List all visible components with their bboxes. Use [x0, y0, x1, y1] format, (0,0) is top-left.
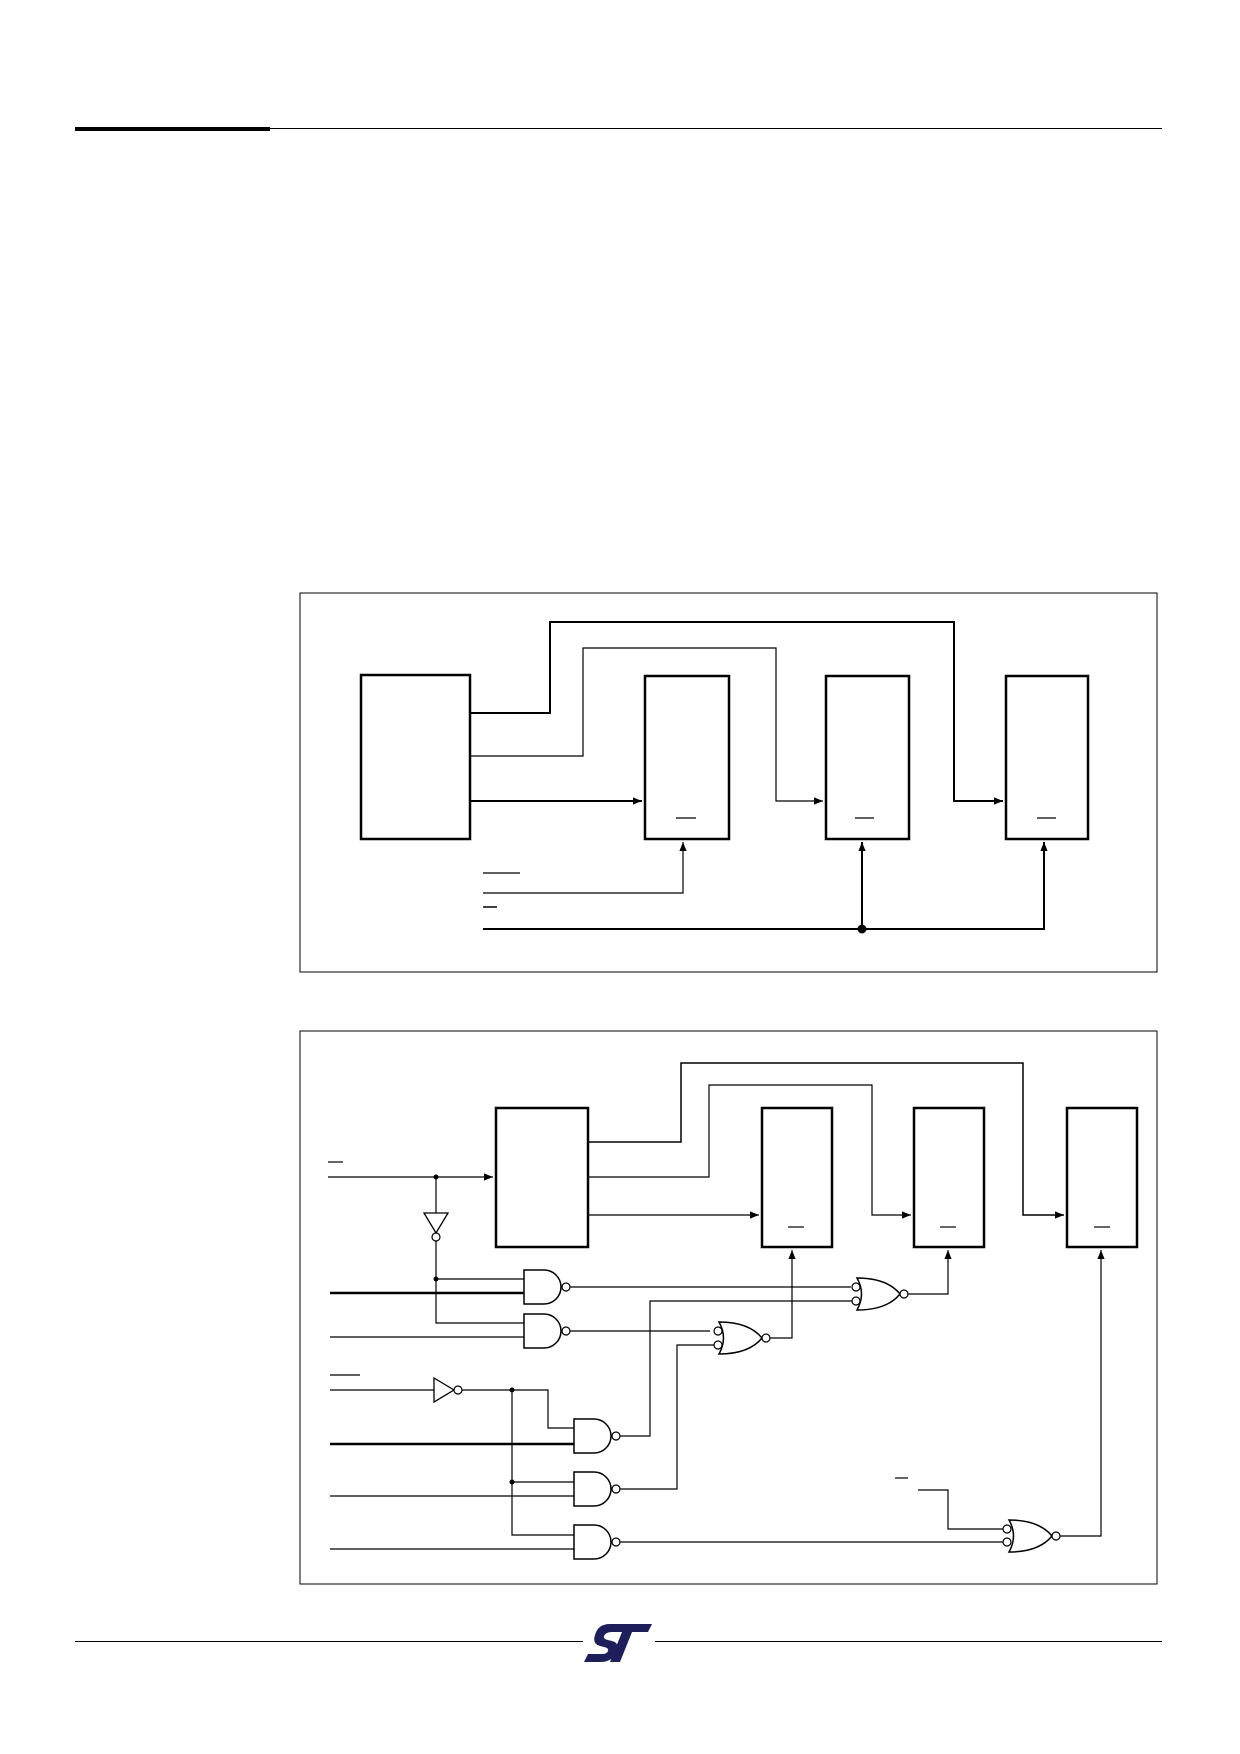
figure-1-frame — [299, 592, 1158, 973]
figure-2-nand-5 — [573, 1524, 612, 1560]
figure-2-or-2-out — [770, 1250, 796, 1339]
figure-2-nand-3-bubble — [611, 1431, 621, 1441]
figure-2-junction-3 — [509, 1387, 515, 1393]
figure-2-nand-1-bubble — [561, 1282, 571, 1292]
figure-2-or-gate-2 — [717, 1321, 763, 1355]
figure-2-nand-1 — [523, 1269, 562, 1305]
figure-2-or-1-out — [908, 1250, 952, 1295]
figure-2-frame — [299, 1030, 1158, 1585]
figure-1-block-c — [1004, 674, 1090, 841]
figure-2-inv2-vert — [511, 1390, 574, 1536]
footer-rule-right — [655, 1641, 1162, 1642]
header-rule-thick — [75, 127, 270, 131]
figure-2-junction-4 — [509, 1479, 515, 1485]
figure-2-or-2-out-bubble — [761, 1333, 771, 1343]
figure-2-nand-4-out — [620, 1344, 714, 1490]
figure-2-or-3-in-bubble-2 — [1002, 1537, 1012, 1547]
figure-2-source-block — [494, 1106, 590, 1249]
figure-2-or-3-out — [1060, 1250, 1105, 1537]
figure-2-or-1-in-bubble-1 — [851, 1282, 861, 1292]
figure-2-line-mid — [588, 1084, 911, 1219]
figure-2-block-b — [912, 1106, 986, 1249]
figure-2-or-gate-3 — [1007, 1519, 1053, 1553]
figure-2-or-3-out-bubble — [1051, 1531, 1061, 1541]
figure-2-inverter-2-bubble — [453, 1385, 463, 1395]
figure-2-nand-3-out — [620, 1300, 852, 1437]
figure-2-inv1-out — [435, 1241, 524, 1324]
figure-1-ctrl-line-2 — [483, 842, 1048, 930]
figure-2-block-a — [760, 1106, 834, 1249]
figure-2-junction-1 — [433, 1174, 439, 1180]
figure-1-ctrl-line-1 — [483, 842, 687, 894]
figure-1-line-mid — [470, 647, 823, 805]
figure-2-or-2-in-bubble-2 — [713, 1340, 723, 1350]
figure-2-or-1-in-bubble-2 — [851, 1296, 861, 1306]
st-logo: ST — [582, 1622, 654, 1664]
figure-2-inv2-out — [462, 1389, 574, 1429]
figure-2-inverter-1-bubble — [431, 1232, 441, 1242]
footer-rule-left — [75, 1641, 583, 1642]
figure-2-nand-2-bubble — [561, 1326, 571, 1336]
figure-2-or-3-in-bubble-1 — [1002, 1524, 1012, 1534]
figure-1-block-a — [643, 674, 731, 841]
figure-2-inverter-1 — [422, 1212, 450, 1235]
figure-2-or-2-in-bubble-1 — [713, 1326, 723, 1336]
header-rule-thin — [270, 128, 1162, 129]
figure-1-junction — [857, 924, 867, 934]
figure-2-nand-4 — [573, 1471, 612, 1507]
figure-1-source-block — [359, 673, 472, 841]
figure-2-nand-3 — [573, 1418, 612, 1454]
figure-1-block-b — [824, 674, 911, 841]
figure-2-nand-2 — [523, 1313, 562, 1349]
figure-2-line-top — [588, 1062, 1064, 1219]
figure-2-junction-2 — [433, 1276, 439, 1282]
figure-2-or-1-out-bubble — [899, 1289, 909, 1299]
figure-2-input-8 — [918, 1489, 1003, 1530]
figure-2-nand-5-bubble — [611, 1537, 621, 1547]
figure-2-or-gate-1 — [855, 1277, 901, 1311]
figure-2-nand-4-bubble — [611, 1484, 621, 1494]
figure-1-line-top — [470, 621, 1003, 805]
figure-2-inverter-2 — [433, 1376, 456, 1404]
figure-2-block-c — [1065, 1106, 1139, 1249]
